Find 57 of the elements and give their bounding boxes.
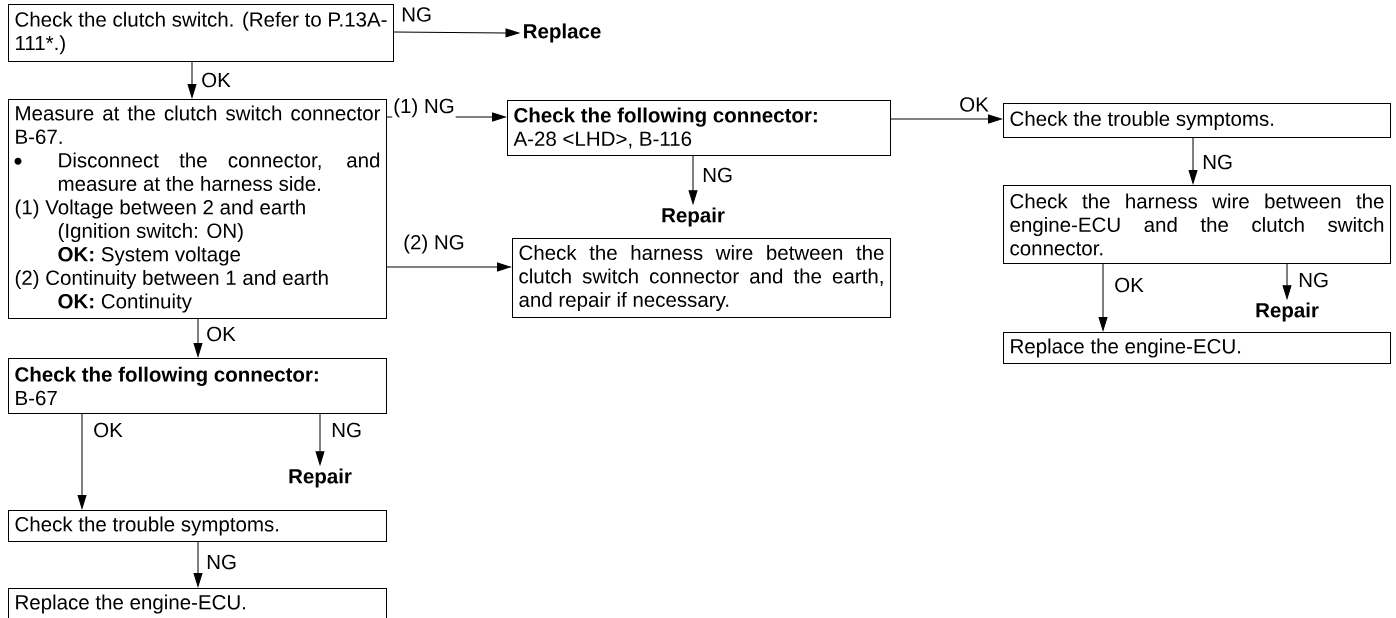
step-text: OK: Continuity xyxy=(58,293,192,313)
step-text: Check the harness wire between the clutch switch connector and the earth, and repair if necessary. xyxy=(519,244,884,312)
process-box xyxy=(512,238,891,318)
step-text: OK: System voltage xyxy=(58,246,241,266)
step-text: Check the following connector: xyxy=(15,366,318,386)
edge-label: NG xyxy=(330,421,363,439)
arrow xyxy=(386,262,511,272)
edge-label: NG xyxy=(1297,271,1330,289)
arrow xyxy=(393,28,520,38)
arrow xyxy=(193,541,203,587)
arrow xyxy=(1282,263,1292,299)
edge-label: NG xyxy=(701,166,734,184)
step-text: Measure at the clutch switch connector B-67. xyxy=(16,105,381,145)
step-text: Check the harness wire between the engine-ECU and the clutch switch connector. xyxy=(1010,193,1384,256)
arrow xyxy=(1098,263,1108,331)
step-text: (2) Continuity between 1 and earth xyxy=(15,270,328,290)
process-box xyxy=(8,99,387,320)
arrow xyxy=(315,413,325,465)
arrow xyxy=(187,61,197,98)
step-text: (Ignition switch: ON) xyxy=(58,223,243,243)
edge-label: OK xyxy=(200,71,232,89)
result-text: Repair xyxy=(289,468,352,488)
arrow xyxy=(193,318,203,357)
arrow xyxy=(890,114,1002,124)
step-text: Replace the engine-ECU. xyxy=(1011,338,1241,358)
process-box xyxy=(8,4,394,62)
edge-label: (1) NG xyxy=(392,97,456,119)
arrow xyxy=(1188,137,1198,184)
edge-label: NG xyxy=(1201,153,1234,171)
process-box xyxy=(507,100,891,156)
step-text: Check the following connector: xyxy=(514,107,817,127)
edge-label: OK xyxy=(205,325,237,343)
step-text: Check the trouble symptoms. xyxy=(1010,110,1274,131)
edge-label: (2) NG xyxy=(402,233,466,255)
edge-label: OK xyxy=(1113,276,1145,294)
process-box xyxy=(1003,332,1391,365)
step-text: Replace the engine-ECU. xyxy=(16,594,246,614)
edge-label: OK xyxy=(958,96,990,113)
process-box xyxy=(8,510,387,543)
process-box xyxy=(1003,103,1391,138)
result-text: Replace xyxy=(524,23,601,43)
arrow xyxy=(688,155,698,204)
step-text: Check the clutch switch. (Refer to P.13A-111*.) xyxy=(15,11,387,55)
step-text: Check the trouble symptoms. xyxy=(15,516,279,536)
edge-label: NG xyxy=(205,553,238,571)
step-text: A-28 <LHD>, B-116 xyxy=(513,131,692,149)
edge-label: NG xyxy=(400,6,433,23)
step-text: Disconnect the connector, and measure at the harness side. xyxy=(58,152,380,192)
arrow xyxy=(77,413,87,509)
process-box xyxy=(8,358,387,414)
process-box xyxy=(1003,185,1391,264)
result-text: Repair xyxy=(1256,302,1319,322)
process-box xyxy=(8,588,387,618)
result-text: Repair xyxy=(662,207,725,227)
step-text: B-67 xyxy=(16,390,57,406)
edge-label: OK xyxy=(92,421,124,439)
step-text: (1) Voltage between 2 and earth xyxy=(15,199,305,219)
